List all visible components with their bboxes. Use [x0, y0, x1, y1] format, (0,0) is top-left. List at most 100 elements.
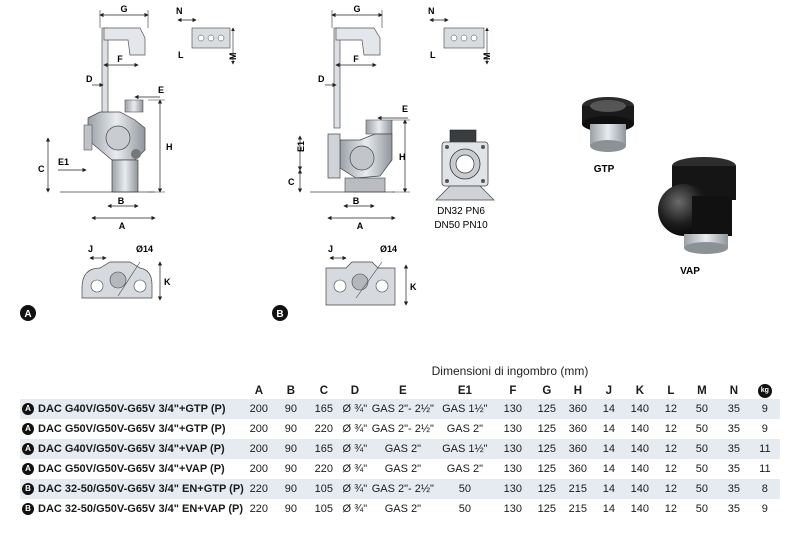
dim-label-l-b: L	[430, 50, 436, 60]
variant-a-badge: A	[24, 309, 31, 320]
value-cell: GAS 2"- 2½"	[369, 419, 436, 439]
value-cell: 140	[623, 439, 656, 459]
value-cell: 14	[593, 439, 624, 459]
value-cell: 12	[655, 399, 686, 419]
value-cell: 90	[273, 459, 308, 479]
table-header-d: D	[350, 384, 360, 397]
table-header-m: M	[697, 384, 707, 397]
value-cell: 50	[685, 419, 718, 439]
value-cell: 215	[561, 479, 594, 499]
value-cell: 35	[717, 399, 750, 419]
dim-label-g: G	[353, 4, 360, 14]
vap-image: VAP	[658, 157, 736, 277]
dim-label-dia14: Ø14	[380, 244, 397, 254]
dim-label-e1: E1	[296, 141, 306, 152]
variant-a-small-view: N L M	[176, 6, 238, 65]
value-cell: 165	[307, 399, 340, 419]
dim-label-f: F	[353, 54, 359, 64]
value-cell: 9	[749, 419, 780, 439]
model-name: DAC 32-50/G50V-G65V 3/4" EN+GTP (P)	[38, 482, 244, 495]
value-cell: 130	[493, 499, 532, 519]
technical-drawing: G F D E H C E1 B A	[20, 4, 736, 321]
value-cell: 35	[717, 439, 750, 459]
value-cell: GAS 2"- 2½"	[369, 399, 436, 419]
table-header-a: A	[254, 384, 264, 397]
value-cell: 14	[593, 499, 624, 519]
value-cell: 50	[435, 479, 494, 499]
value-cell: 9	[749, 499, 780, 519]
table-header-n: N	[729, 384, 739, 397]
value-cell: 50	[685, 459, 718, 479]
dim-label-k: K	[164, 277, 171, 287]
variant-badge: A	[22, 423, 34, 436]
value-cell: 130	[493, 399, 532, 419]
table-header-k: K	[635, 384, 645, 397]
value-cell: 215	[561, 499, 594, 519]
value-cell: 90	[273, 439, 308, 459]
table-header-l: L	[667, 384, 675, 397]
value-cell: GAS 2"	[369, 499, 436, 519]
value-cell: 125	[531, 399, 562, 419]
dim-label-e1: E1	[58, 157, 69, 167]
dim-label-j: J	[88, 244, 93, 254]
model-name: DAC G50V/G50V-G65V 3/4"+VAP (P)	[38, 462, 225, 475]
variant-badge: B	[22, 483, 34, 496]
table-header-j: J	[605, 384, 613, 397]
table-header-b: B	[286, 384, 296, 397]
dim-label-f: F	[117, 54, 123, 64]
value-cell: Ø ¾"	[339, 479, 370, 499]
gtp-label: GTP	[594, 164, 615, 175]
dim-label-b: B	[118, 196, 125, 206]
dim-label-c: C	[288, 177, 295, 187]
dim-label-g: G	[120, 4, 127, 14]
value-cell: 125	[531, 459, 562, 479]
value-cell: Ø ¾"	[339, 499, 370, 519]
table-header-f: F	[509, 384, 517, 397]
value-cell: 105	[307, 499, 340, 519]
model-name: DAC G50V/G50V-G65V 3/4"+GTP (P)	[38, 422, 226, 435]
value-cell: 140	[623, 399, 656, 419]
model-name: DAC G40V/G50V-G65V 3/4"+GTP (P)	[38, 402, 226, 415]
dim-label-e: E	[402, 104, 408, 114]
dim-label-l-a: L	[178, 50, 184, 60]
value-cell: GAS 1½"	[435, 399, 494, 419]
value-cell: 12	[655, 459, 686, 479]
value-cell: GAS 2"	[369, 459, 436, 479]
value-cell: 8	[749, 479, 780, 499]
value-cell: 14	[593, 399, 624, 419]
value-cell: 360	[561, 439, 594, 459]
value-cell: 220	[243, 499, 274, 519]
variant-a-badge-circle	[20, 305, 36, 321]
value-cell: 140	[623, 499, 656, 519]
value-cell: 50	[685, 439, 718, 459]
value-cell: 360	[561, 419, 594, 439]
value-cell: 12	[655, 499, 686, 519]
value-cell: 90	[273, 499, 308, 519]
dim-label-k: K	[410, 282, 417, 292]
flange-caption-2: DN50 PN10	[434, 220, 488, 231]
vap-label: VAP	[680, 266, 700, 277]
table-title: Dimensioni di ingombro (mm)	[431, 364, 589, 378]
value-cell: 130	[493, 439, 532, 459]
value-cell: 200	[243, 439, 274, 459]
value-cell: 130	[493, 479, 532, 499]
value-cell: GAS 2"	[435, 459, 494, 479]
value-cell: 11	[749, 439, 780, 459]
value-cell: 35	[717, 499, 750, 519]
dim-label-d: D	[86, 74, 93, 84]
variant-badge: A	[22, 443, 34, 456]
value-cell: 125	[531, 479, 562, 499]
value-cell: GAS 2"	[435, 419, 494, 439]
value-cell: 90	[273, 419, 308, 439]
value-cell: Ø ¾"	[339, 459, 370, 479]
table-header-e1: E1	[457, 384, 472, 397]
value-cell: 220	[307, 419, 340, 439]
value-cell: 200	[243, 419, 274, 439]
value-cell: 130	[493, 459, 532, 479]
